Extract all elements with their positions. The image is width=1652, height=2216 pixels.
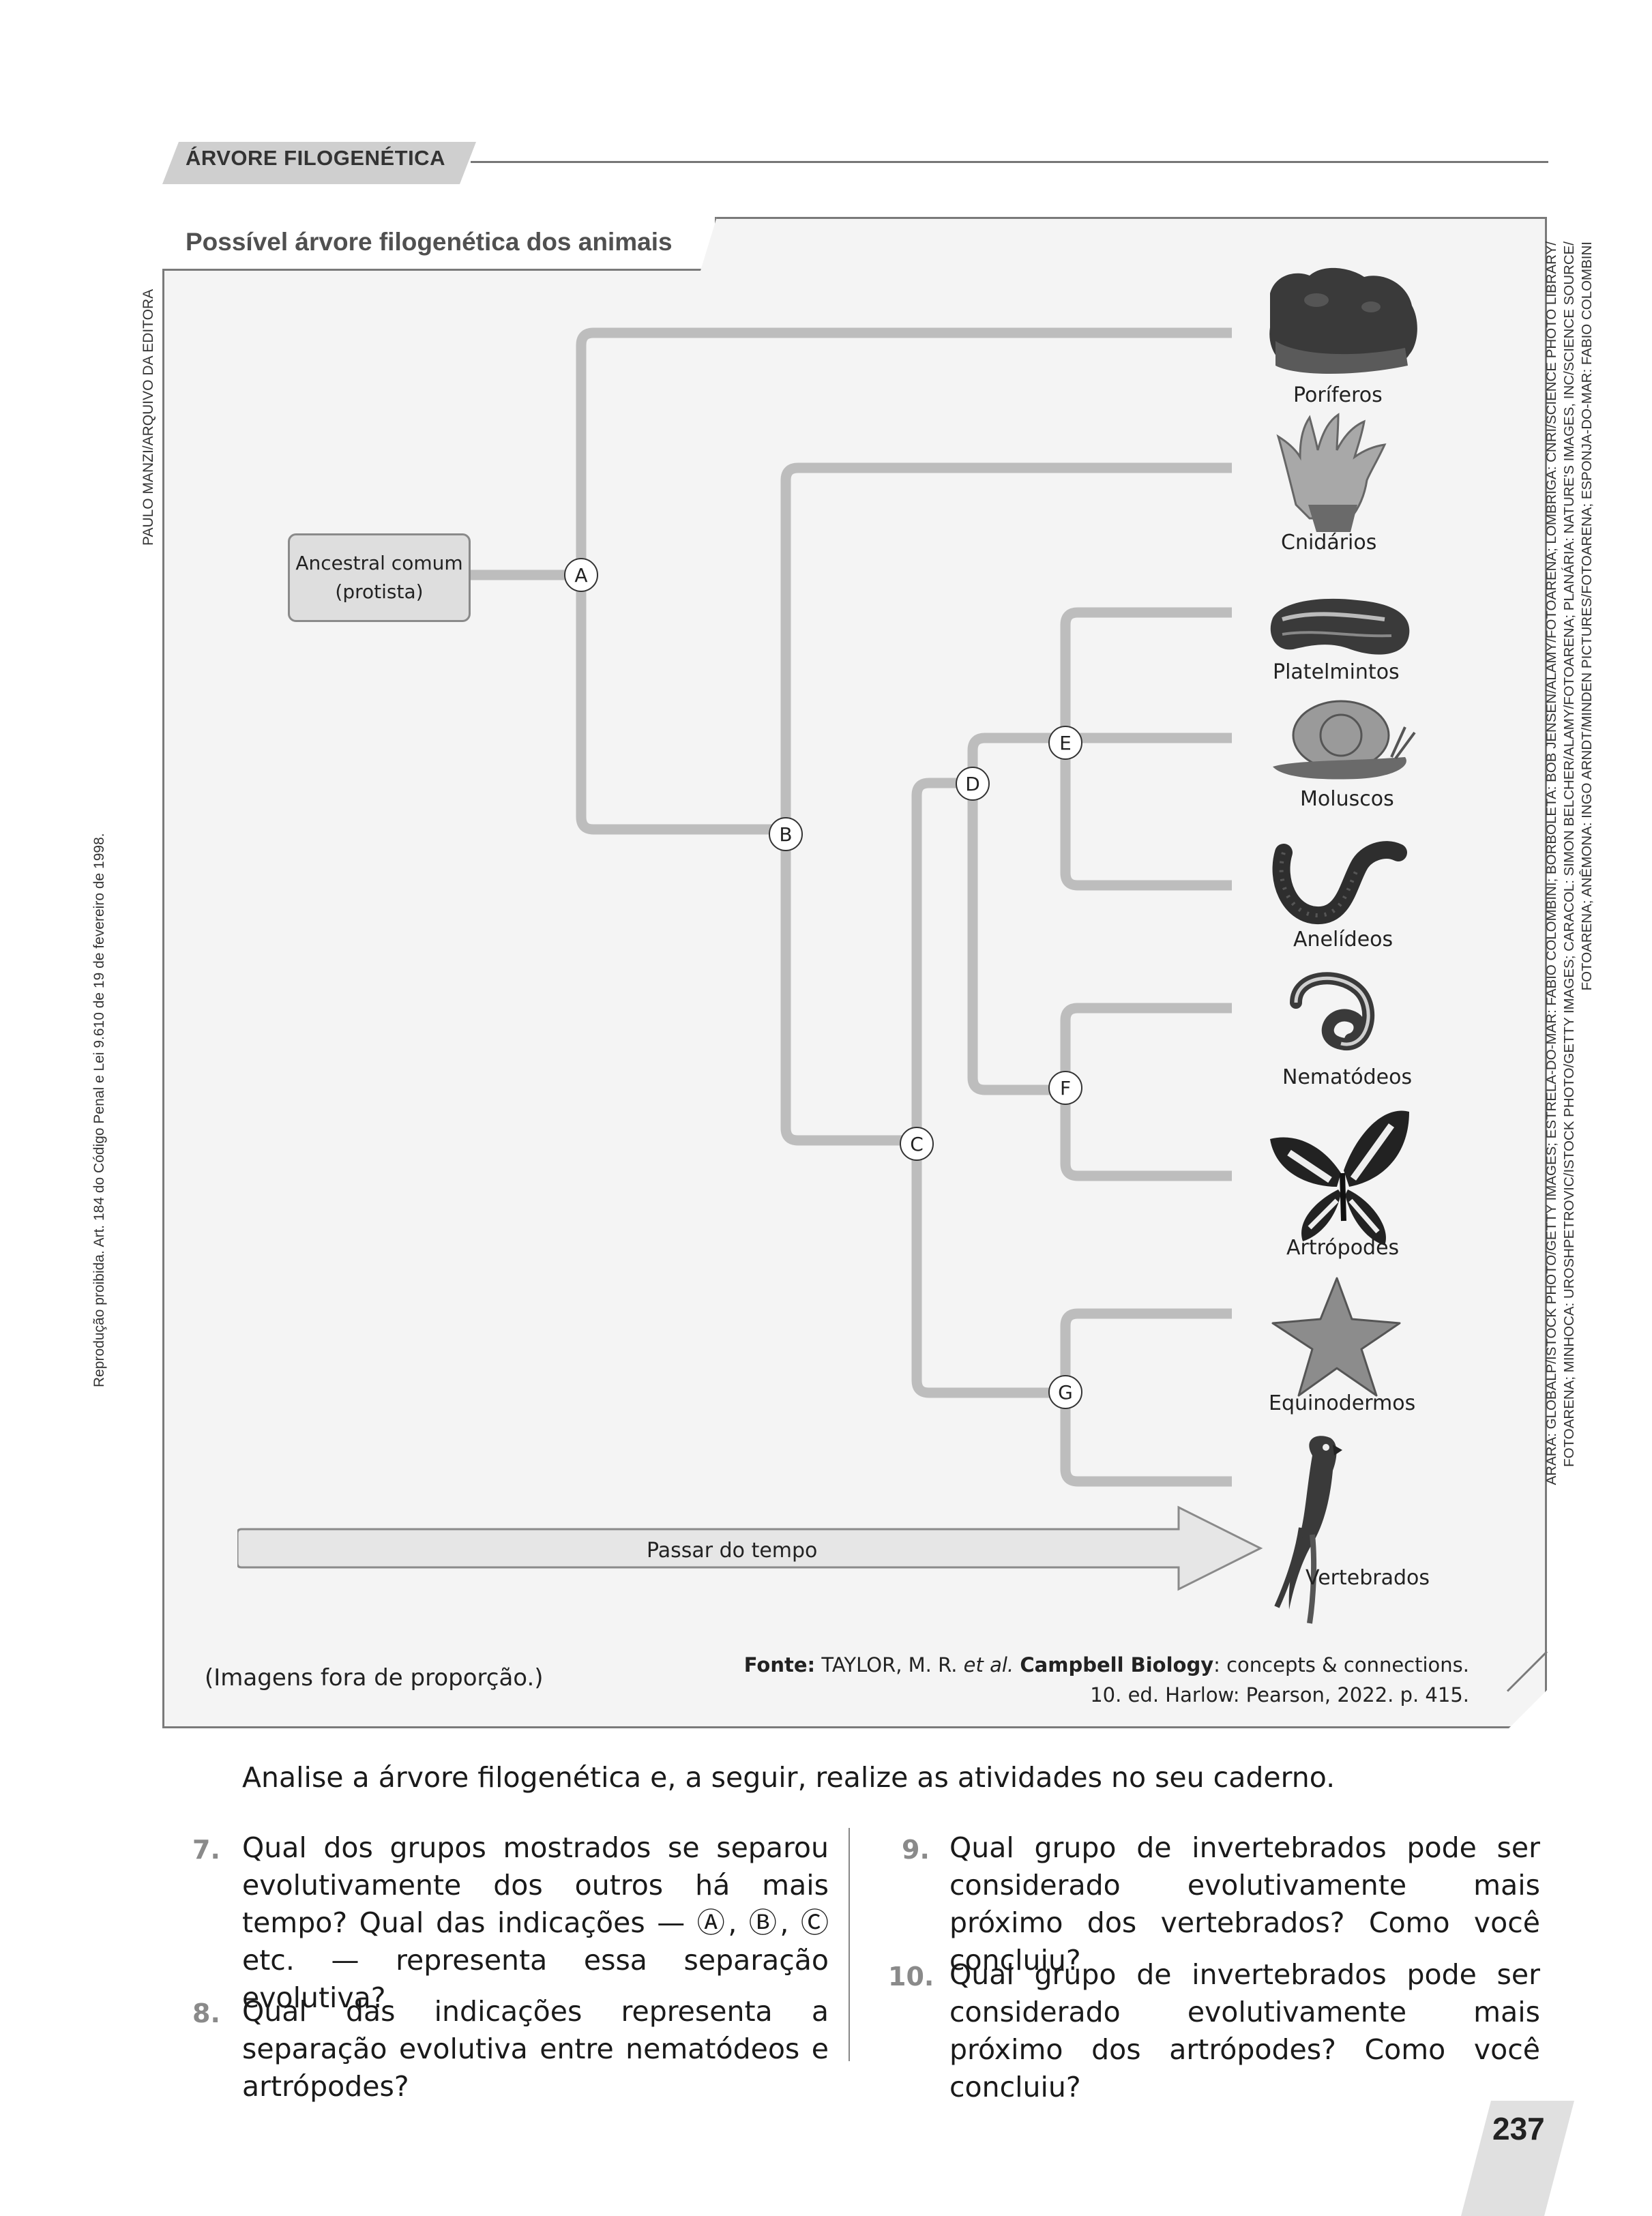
time-arrow: [237, 1505, 1263, 1591]
node-a: A: [564, 558, 598, 592]
column-divider: [849, 1828, 850, 2061]
node-d: D: [956, 767, 990, 801]
illustrator-credit: PAULO MANZI/ARQUIVO DA EDITORA: [141, 289, 156, 546]
node-b: B: [769, 817, 803, 851]
source-label: Fonte:: [743, 1653, 816, 1676]
time-arrow-label: Passar do tempo: [647, 1539, 818, 1563]
nematode-icon: [1290, 972, 1375, 1050]
source-authors: TAYLOR, M. R.: [821, 1653, 958, 1676]
source-subtitle: : concepts & connections.: [1213, 1653, 1469, 1676]
source-book: Campbell Biology: [1020, 1653, 1214, 1676]
taxon-platelmintos: Platelmintos: [1273, 660, 1400, 684]
branch-d: [967, 733, 1065, 1095]
question-number: 10.: [888, 1962, 934, 1992]
taxon-nematodeos: Nematódeos: [1282, 1065, 1413, 1089]
question-text: Qual dos grupos mostrados se separou evo…: [242, 1831, 829, 2014]
node-f: F: [1048, 1071, 1082, 1105]
taxon-anelideos: Anelídeos: [1293, 928, 1393, 951]
taxon-equinodermos: Equinodermos: [1269, 1391, 1416, 1415]
branch-c: [911, 778, 1065, 1398]
section-header-tab: [162, 142, 476, 184]
source-edition: 10. ed. Harlow: Pearson, 2022. p. 415.: [1090, 1683, 1469, 1707]
source-etal: et al.: [963, 1653, 1014, 1676]
question-number: 7.: [192, 1835, 220, 1865]
question-number: 8.: [192, 1998, 220, 2028]
branch-g: [1060, 1308, 1232, 1487]
taxon-vertebrados: Vertebrados: [1306, 1566, 1430, 1590]
node-c: C: [900, 1127, 934, 1161]
branch-poriferos: [576, 327, 1232, 835]
photo-credits-line-1: ARARA: GLOBALP/ISTOCK PHOTO/GETTY IMAGES…: [1544, 241, 1559, 1486]
sponge-icon: [1269, 267, 1417, 374]
intro-text: Analise a árvore filogenética e, a segui…: [242, 1761, 1336, 1794]
earthworm-icon: [1272, 841, 1407, 924]
ancestor-box: Ancestral comum (protista): [288, 533, 471, 622]
ancestor-sublabel: (protista): [335, 580, 424, 603]
flatworm-icon: [1270, 598, 1410, 655]
taxon-cnidarios: Cnidários: [1281, 531, 1377, 555]
question-text: Qual grupo de invertebrados pode ser con…: [949, 1831, 1540, 1977]
ancestor-label: Ancestral comum: [295, 552, 463, 574]
figure-source: Fonte: TAYLOR, M. R. et al. Campbell Bio…: [744, 1651, 1469, 1710]
legal-notice: Reprodução proibida. Art. 184 do Código …: [91, 833, 107, 1387]
parrot-icon: [1274, 1436, 1342, 1624]
branch-e: [1060, 607, 1232, 891]
node-e: E: [1048, 726, 1082, 760]
question-text: Qual das indicações representa a separaç…: [242, 1995, 829, 2103]
question-text: Qual grupo de invertebrados pode ser con…: [949, 1958, 1540, 2103]
taxon-artropodes: Artrópodes: [1286, 1236, 1400, 1260]
photo-credits-line-3: FOTOARENA; ANÊMONA: INGO ARNDT/MINDEN PI…: [1579, 241, 1595, 991]
question-number: 9.: [902, 1835, 930, 1865]
photo-credits-line-2: FOTOARENA; MINHOCA: UROSHPETROVIC/ISTOCK…: [1561, 241, 1577, 1467]
figure-title: Possível árvore filogenética dos animais: [186, 228, 673, 256]
snail-icon: [1273, 700, 1416, 780]
anemone-icon: [1276, 413, 1387, 532]
butterfly-icon: [1270, 1110, 1409, 1245]
photo-credits: ARARA: GLOBALP/ISTOCK PHOTO/GETTY IMAGES…: [1543, 241, 1596, 1614]
branch-f: [1060, 1003, 1232, 1181]
scale-note: (Imagens fora de proporção.): [205, 1664, 544, 1691]
branch-cnidarios: [780, 462, 1232, 1146]
taxon-moluscos: Moluscos: [1300, 787, 1394, 811]
section-title: ÁRVORE FILOGENÉTICA: [186, 146, 445, 170]
node-g: G: [1048, 1375, 1082, 1409]
starfish-icon: [1271, 1277, 1401, 1397]
page-number: 237: [1492, 2111, 1545, 2146]
taxon-poriferos: Poríferos: [1293, 383, 1383, 407]
section-divider: [471, 161, 1548, 163]
